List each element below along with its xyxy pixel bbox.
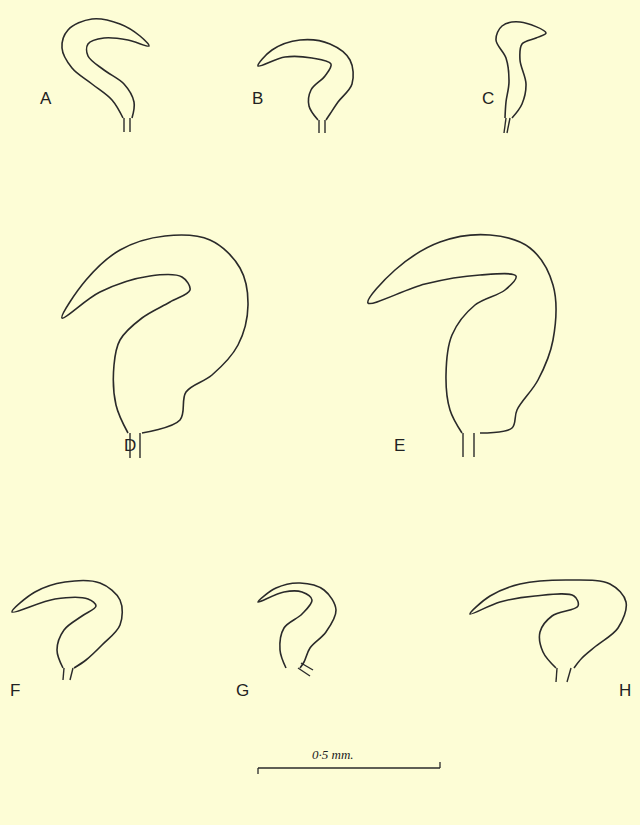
figure-letter: B	[252, 90, 263, 107]
hook-b	[258, 40, 353, 120]
figure-letter: F	[10, 682, 20, 699]
stalk-line	[301, 663, 313, 670]
hook-h	[470, 580, 626, 668]
hook-c	[496, 22, 546, 118]
hook-g	[258, 583, 336, 668]
figure-letter: C	[482, 90, 494, 107]
figure-letter: D	[124, 437, 136, 454]
figure-letter: E	[394, 437, 405, 454]
scale-label: 0·5 mm.	[312, 748, 354, 761]
hook-e	[368, 235, 556, 433]
hook-d	[62, 235, 248, 433]
figure-letter: G	[236, 682, 249, 699]
stalk-line	[556, 668, 557, 682]
stalk-line	[139, 433, 140, 458]
scale-bar	[258, 762, 440, 774]
stalk-line	[129, 118, 130, 132]
stalk-line	[473, 433, 474, 457]
scale-tick	[257, 768, 258, 774]
stalk-line	[298, 668, 310, 676]
scale-line	[258, 767, 440, 768]
stalk-line	[507, 118, 510, 133]
stalk-line	[324, 120, 325, 133]
stalk-line	[70, 668, 73, 680]
figure-letter: A	[40, 90, 51, 107]
hook-a	[62, 19, 149, 118]
stalk-line	[462, 433, 463, 457]
stalk-line	[318, 120, 319, 133]
hook-f	[12, 581, 122, 668]
hook-outlines	[12, 19, 626, 682]
stalk-line	[567, 668, 571, 682]
figure-letter: H	[619, 682, 631, 699]
stalk-line	[63, 668, 64, 680]
scale-tick	[439, 762, 440, 768]
stalk-line	[504, 118, 506, 133]
stalk-line	[123, 118, 124, 132]
